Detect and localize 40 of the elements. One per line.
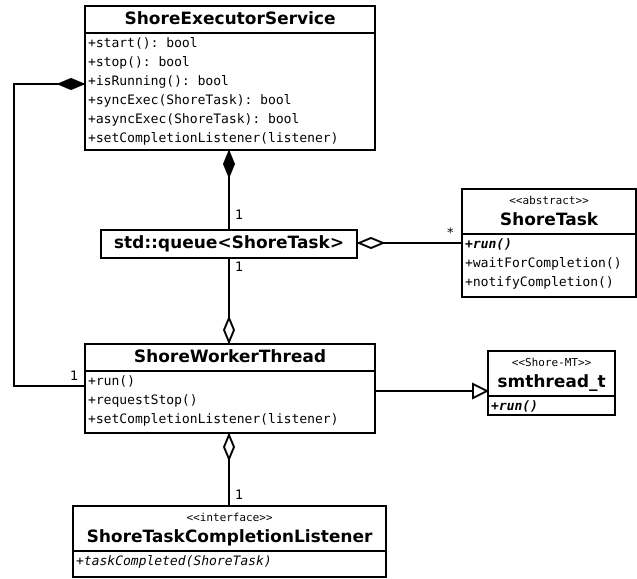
class-name: ShoreExecutorService (124, 8, 336, 30)
method-text: +run() (464, 236, 512, 254)
generalization-arrow (376, 383, 488, 399)
multiplicity-label: 1 (235, 489, 244, 503)
composition-line (223, 151, 235, 229)
class-name: ShoreTaskCompletionListener (86, 526, 372, 548)
aggregation-line (223, 259, 235, 343)
class-name: smthread_t (497, 371, 606, 393)
class-box (84, 5, 376, 151)
class-box (72, 505, 387, 578)
multiplicity-label: 1 (235, 209, 244, 223)
class-box (100, 229, 358, 259)
method-text: +isRunning(): bool (87, 73, 229, 91)
stereotype-label: <<Shore-MT>> (512, 356, 592, 370)
stereotype-label: <<abstract>> (509, 194, 589, 208)
class-box (461, 188, 637, 298)
composition-line (13, 78, 84, 387)
multiplicity-label: 1 (235, 261, 244, 275)
method-text: +taskCompleted(ShoreTask) (75, 553, 272, 571)
method-text: +run() (490, 398, 538, 416)
method-text: +syncExec(ShoreTask): bool (87, 92, 292, 110)
class-name: std::queue<ShoreTask> (114, 232, 344, 254)
aggregation-line (223, 434, 235, 505)
method-text: +asyncExec(ShoreTask): bool (87, 111, 300, 129)
method-text: +stop(): bool (87, 54, 190, 72)
class-box (487, 350, 616, 416)
method-text: +setCompletionListener(listener) (87, 411, 338, 429)
method-text: +run() (87, 373, 135, 391)
class-box (84, 343, 376, 434)
stereotype-label: <<interface>> (186, 511, 273, 525)
method-text: +notifyCompletion() (464, 274, 614, 292)
aggregation-line (358, 237, 461, 249)
class-name: ShoreWorkerThread (134, 346, 326, 368)
multiplicity-label: 1 (70, 370, 78, 384)
method-text: +setCompletionListener(listener) (87, 130, 338, 148)
class-name: ShoreTask (500, 209, 598, 231)
multiplicity-label: * (447, 227, 454, 241)
method-text: +start(): bool (87, 35, 198, 53)
method-text: +requestStop() (87, 392, 198, 410)
method-text: +waitForCompletion() (464, 255, 622, 273)
